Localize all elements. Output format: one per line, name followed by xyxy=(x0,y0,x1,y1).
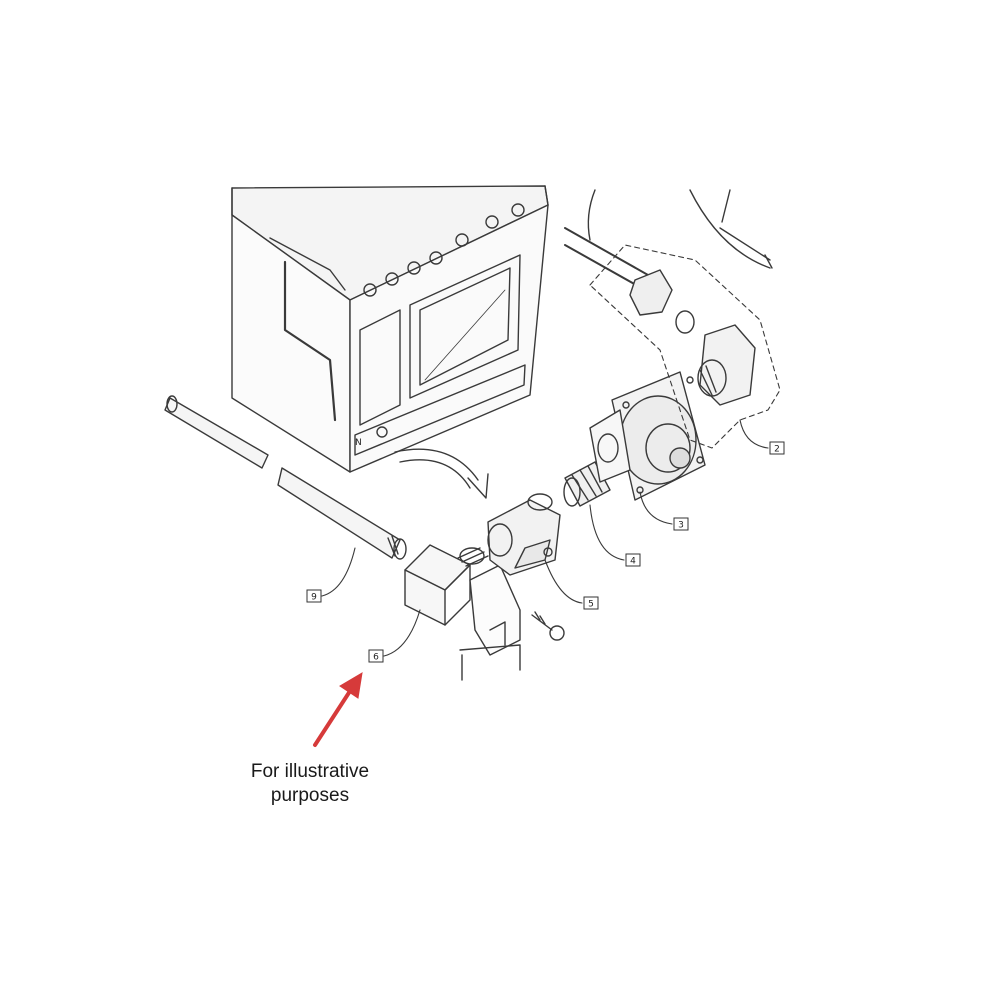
range-appliance-icon: N xyxy=(231,185,549,473)
callout-3: 3 xyxy=(673,517,689,531)
callout-leaders xyxy=(321,419,769,657)
screw-icon xyxy=(531,611,565,641)
callout-label: 5 xyxy=(588,600,594,610)
caption-line-2: purposes xyxy=(270,785,350,806)
callout-4: 4 xyxy=(625,553,641,567)
direction-arrow-icon xyxy=(394,448,489,499)
elbow-fitting-icon xyxy=(404,544,489,626)
svg-text:N: N xyxy=(355,438,362,448)
shutoff-valve-icon xyxy=(487,493,561,576)
callout-5: 5 xyxy=(583,596,599,610)
mounting-bracket-icon xyxy=(459,564,521,681)
callout-label: 2 xyxy=(774,445,780,455)
red-pointer-arrow-icon xyxy=(313,672,363,747)
callout-label: 6 xyxy=(373,653,379,663)
caption: For illustrative purposes xyxy=(200,760,420,808)
pressure-regulator-icon xyxy=(589,371,706,501)
callout-label: 3 xyxy=(678,521,684,531)
callout-label: 4 xyxy=(630,557,636,567)
gas-pipe-icon xyxy=(164,395,407,560)
callout-2: 2 xyxy=(769,441,785,455)
callout-9: 9 xyxy=(306,589,322,603)
callout-label: 9 xyxy=(311,593,317,603)
callout-6: 6 xyxy=(368,649,384,663)
caption-line-1: For illustrative xyxy=(250,761,370,782)
connector-kit-icon xyxy=(564,189,781,449)
